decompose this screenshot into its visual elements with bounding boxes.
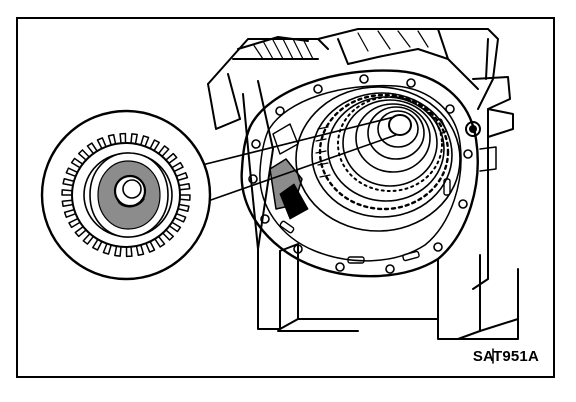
gear-tooth [86,142,98,155]
figure-frame: SAT951A [16,17,555,378]
gear-tooth [119,132,127,145]
gear-tooth [145,240,156,253]
gear-tooth [68,217,81,229]
gear-tooth [140,135,150,148]
gear-tooth [62,177,75,187]
gear-tooth [63,208,77,218]
gear-tooth [96,137,107,150]
gear-tooth [179,194,191,201]
gear-tooth [171,161,184,173]
gear-tooth [61,199,74,208]
gear-tooth [135,244,145,257]
transmission-case [207,28,514,290]
gear-tooth [102,242,112,255]
pump-drum-rings [295,86,461,232]
stand [257,243,519,364]
gear-tooth [168,221,182,233]
gear-tooth [82,232,95,245]
transmission-illustration [40,28,519,364]
gear-tooth [65,167,79,178]
gear-tooth [114,245,122,257]
gear-tooth [70,157,84,169]
gear-tooth [173,212,187,223]
gear-detail-callout [40,109,212,281]
gear-tooth [77,149,91,161]
gear-tooth [149,139,160,152]
gear-tooth [157,145,170,158]
figure-id-label: SAT951A [472,348,539,365]
gear-tooth [130,133,138,145]
gear-tooth [154,235,166,248]
gear-tooth [161,229,175,241]
callout-leader [185,116,397,202]
gear-tooth [92,238,103,251]
gear-tooth [125,245,133,258]
gear-tooth [165,152,178,165]
gear-tooth [74,225,87,238]
gear-tooth [175,172,189,182]
gear-tooth [107,133,117,146]
gear-tooth [177,203,190,213]
gear-tooth [178,182,191,191]
gear-tooth [61,189,73,196]
